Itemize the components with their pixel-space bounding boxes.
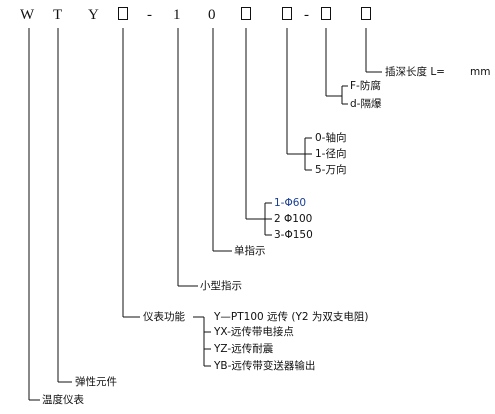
single-indicator-label: 单指示: [234, 245, 266, 257]
code-digit-0: 0: [208, 7, 216, 23]
diameter-150: 3-Φ150: [274, 229, 313, 241]
option-explosion-proof: d-隔爆: [350, 98, 382, 110]
direction-universal: 5-万向: [315, 164, 347, 176]
code-box-function: [118, 7, 128, 20]
unit-label: mm: [470, 66, 491, 78]
code-dash: -: [147, 7, 152, 23]
code-letter-w: W: [20, 7, 35, 23]
code-box-length: [361, 7, 371, 20]
direction-radial: 1-径向: [315, 148, 347, 160]
code-box-option: [321, 7, 331, 20]
diameter-100: 2 Φ100: [274, 213, 313, 225]
code-digit-1: 1: [173, 7, 181, 23]
insertion-length-label: 插深长度 L=: [385, 66, 445, 78]
code-letter-y: Y: [88, 7, 99, 23]
function-yz: YZ-远传耐震: [214, 343, 274, 355]
option-anticorrosion: F-防腐: [350, 80, 381, 92]
small-indicator-label: 小型指示: [200, 280, 242, 292]
function-y: Y—PT100 远传 (Y2 为双支电阻): [214, 311, 369, 323]
code-box-direction: [282, 7, 292, 20]
function-yx: YX-远传带电接点: [214, 326, 294, 338]
thermometer-label: 温度仪表: [42, 394, 84, 406]
code-dash: -: [304, 7, 309, 23]
code-box-diameter: [241, 7, 251, 20]
code-letter-t: T: [53, 7, 63, 23]
direction-axial: 0-轴向: [315, 132, 347, 144]
function-title: 仪表功能: [143, 311, 185, 323]
elastic-element-label: 弹性元件: [75, 376, 117, 388]
function-yb: YB-远传带变送器输出: [214, 360, 316, 372]
diameter-60: 1-Φ60: [274, 197, 307, 209]
